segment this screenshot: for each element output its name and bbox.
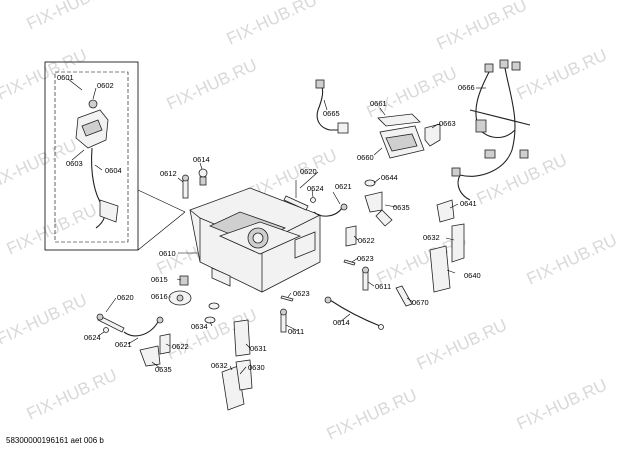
part-0660-housing (379, 125, 425, 159)
label-0641: 0641 (460, 199, 477, 208)
part-0602 (88, 99, 98, 109)
label-0611: 0611 (288, 327, 304, 336)
part-0661-handle (377, 113, 421, 127)
part-0620-rod-bottom (96, 313, 125, 333)
leader-lines (97, 87, 486, 375)
watermark: FIX-HUB.RU (324, 385, 420, 443)
label-0635: 0635 (155, 365, 172, 374)
label-0644: 0644 (381, 173, 398, 182)
part-0644-clip (364, 179, 376, 187)
label-0601: 0601 (57, 73, 74, 82)
part-0611-screw (362, 266, 369, 291)
label-0622: 0622 (172, 342, 189, 351)
part-0663-bracket (424, 123, 441, 147)
watermark: FIX-HUB.RU (24, 365, 120, 423)
label-0622: 0622 (358, 236, 375, 245)
part-0614-cable-b (324, 296, 384, 330)
part-0631-bracket (233, 319, 251, 357)
label-0630: 0630 (248, 363, 265, 372)
watermark: FIX-HUB.RU (524, 230, 620, 288)
watermark: FIX-HUB.RU (0, 290, 90, 348)
label-0660: 0660 (357, 153, 374, 162)
part-labels: 0601 0602 0603 0604 0612 0614 0610 0665 … (57, 73, 481, 374)
part-0614-float (198, 168, 208, 186)
label-0640: 0640 (464, 271, 481, 280)
part-0620-rod-top (283, 180, 309, 211)
watermark: FIX-HUB.RU (434, 0, 530, 54)
part-0635-bracket-b (139, 345, 161, 367)
label-0621: 0621 (335, 182, 352, 191)
label-0603: 0603 (66, 159, 83, 168)
label-0632: 0632 (211, 361, 228, 370)
part-0621-cable (313, 203, 348, 217)
part-0621-cable-b (123, 316, 164, 337)
part-0640-bracket (429, 245, 451, 293)
watermark: FIX-HUB.RU (414, 315, 510, 373)
part-0641-clip (436, 199, 455, 223)
watermark: FIX-HUB.RU (514, 45, 610, 103)
label-0624: 0624 (307, 184, 324, 193)
label-0616: 0616 (151, 292, 168, 301)
part-0611-screw-b (280, 308, 287, 333)
label-0620: 0620 (117, 293, 134, 302)
label-0663: 0663 (439, 119, 456, 128)
base-tub-0610 (189, 187, 321, 293)
part-0612-screw (182, 174, 189, 199)
part-0632-bracket (451, 223, 465, 263)
label-0634: 0634 (191, 322, 208, 331)
watermark: FIX-HUB.RU (164, 55, 260, 113)
label-0623: 0623 (293, 289, 310, 298)
label-0614: 0614 (193, 155, 210, 164)
part-0622-holder (345, 225, 357, 247)
part-0615 (179, 275, 189, 286)
watermark: FIX-HUB.RU (474, 150, 570, 208)
label-0624: 0624 (84, 333, 101, 342)
part-0624-small-b (103, 327, 109, 333)
part-0666-harness (451, 59, 531, 201)
part-0635-bracket (364, 191, 393, 227)
part-0670-strip (395, 285, 413, 307)
part-0630-bracket (221, 359, 253, 411)
label-0614: 0614 (333, 318, 350, 327)
label-0610: 0610 (159, 249, 176, 258)
part-0634 (204, 302, 220, 324)
part-0624-small (310, 197, 316, 203)
label-0670: 0670 (412, 298, 429, 307)
label-0661: 0661 (370, 99, 387, 108)
inset-detail-box (44, 61, 186, 251)
watermark: FIX-HUB.RU (224, 0, 320, 49)
watermark: FIX-HUB.RU (364, 63, 460, 121)
label-0621: 0621 (115, 340, 132, 349)
label-0635: 0635 (393, 203, 410, 212)
label-0615: 0615 (151, 275, 168, 284)
part-0623-screw (343, 259, 356, 266)
label-0631: 0631 (250, 344, 267, 353)
label-0623: 0623 (357, 254, 374, 263)
label-0665: 0665 (323, 109, 340, 118)
watermark: FIX-HUB.RU (24, 0, 120, 34)
document-reference-code: 58300000196161 aet 006 b (6, 436, 104, 445)
label-0611: 0611 (375, 282, 391, 291)
part-0616-disc (168, 290, 192, 306)
watermark: FIX-HUB.RU (514, 375, 610, 433)
part-0623-screw-b (280, 295, 294, 302)
label-0604: 0604 (105, 166, 122, 175)
label-0612: 0612 (160, 169, 177, 178)
label-0666: 0666 (458, 83, 475, 92)
label-0632: 0632 (423, 233, 440, 242)
part-0665-cable (315, 79, 349, 134)
part-0622-holder-b (159, 333, 171, 355)
label-0620: 0620 (300, 167, 317, 176)
label-0602: 0602 (97, 81, 114, 90)
